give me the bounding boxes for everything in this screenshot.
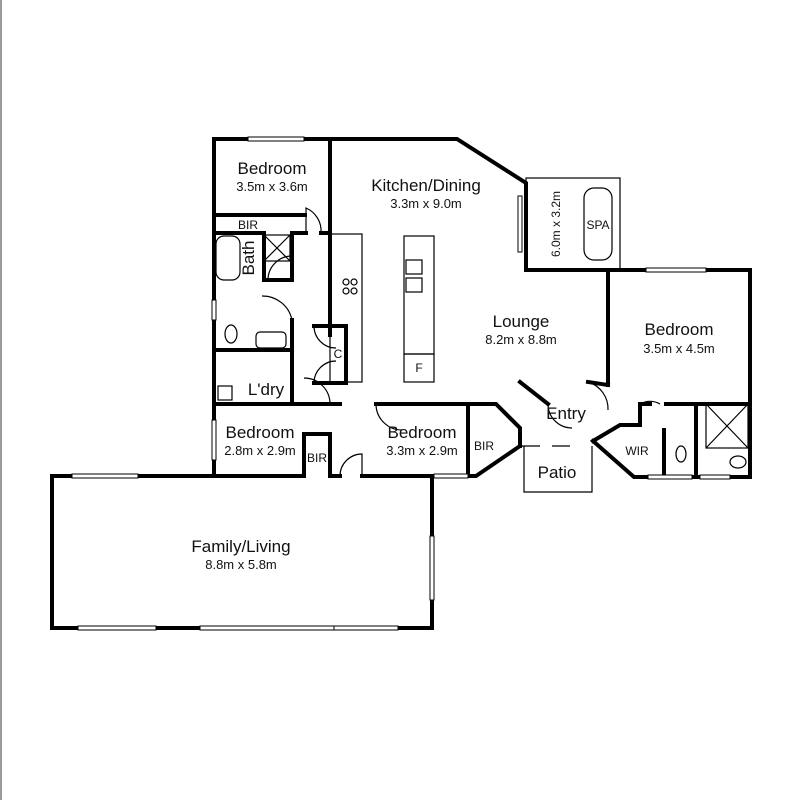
cooktop-icon [342, 278, 358, 295]
exterior-walls [50, 137, 752, 630]
bath-fittings [215, 234, 749, 469]
family-name: Family/Living [191, 537, 290, 556]
bir-w-label: BIR [307, 451, 327, 465]
spa-deck [525, 177, 621, 271]
bedroom-e-name: Bedroom [645, 320, 714, 339]
spa-size: 6.0m x 3.2m [549, 191, 563, 257]
bedroom-c-size: 3.3m x 2.9m [386, 443, 458, 458]
bath-label: Bath [239, 241, 258, 276]
cupboard-label: C [334, 347, 343, 361]
page-edge-line [0, 0, 2, 800]
bir-top-label: BIR [238, 218, 258, 232]
bedroom-w-name: Bedroom [226, 423, 295, 442]
bir-c-label: BIR [474, 439, 494, 453]
basin-icon [255, 331, 287, 349]
bedroom-w-size: 2.8m x 2.9m [224, 443, 296, 458]
kitchen-fittings [329, 233, 435, 383]
bedroom-c-name: Bedroom [388, 423, 457, 442]
patio-label: Patio [538, 463, 577, 482]
patio-outline [523, 446, 593, 493]
laundry-label: L'dry [248, 380, 285, 399]
spa-name: SPA [586, 218, 609, 232]
bedroom-nw-name: Bedroom [238, 159, 307, 178]
kitchen-size: 3.3m x 9.0m [390, 196, 462, 211]
entry-label: Entry [546, 404, 586, 423]
lounge-size: 8.2m x 8.8m [485, 332, 557, 347]
windows [71, 136, 731, 631]
room-labels: Bedroom 3.5m x 3.6m Kitchen/Dining 3.3m … [191, 159, 714, 572]
fridge-label: F [415, 361, 422, 375]
lounge-name: Lounge [493, 312, 550, 331]
doors [261, 207, 661, 477]
wir-label: WIR [625, 444, 649, 458]
bedroom-nw-size: 3.5m x 3.6m [236, 179, 308, 194]
bedroom-e-size: 3.5m x 4.5m [643, 341, 715, 356]
toilet-icon [224, 324, 238, 344]
family-size: 8.8m x 5.8m [205, 557, 277, 572]
kitchen-name: Kitchen/Dining [371, 176, 481, 195]
